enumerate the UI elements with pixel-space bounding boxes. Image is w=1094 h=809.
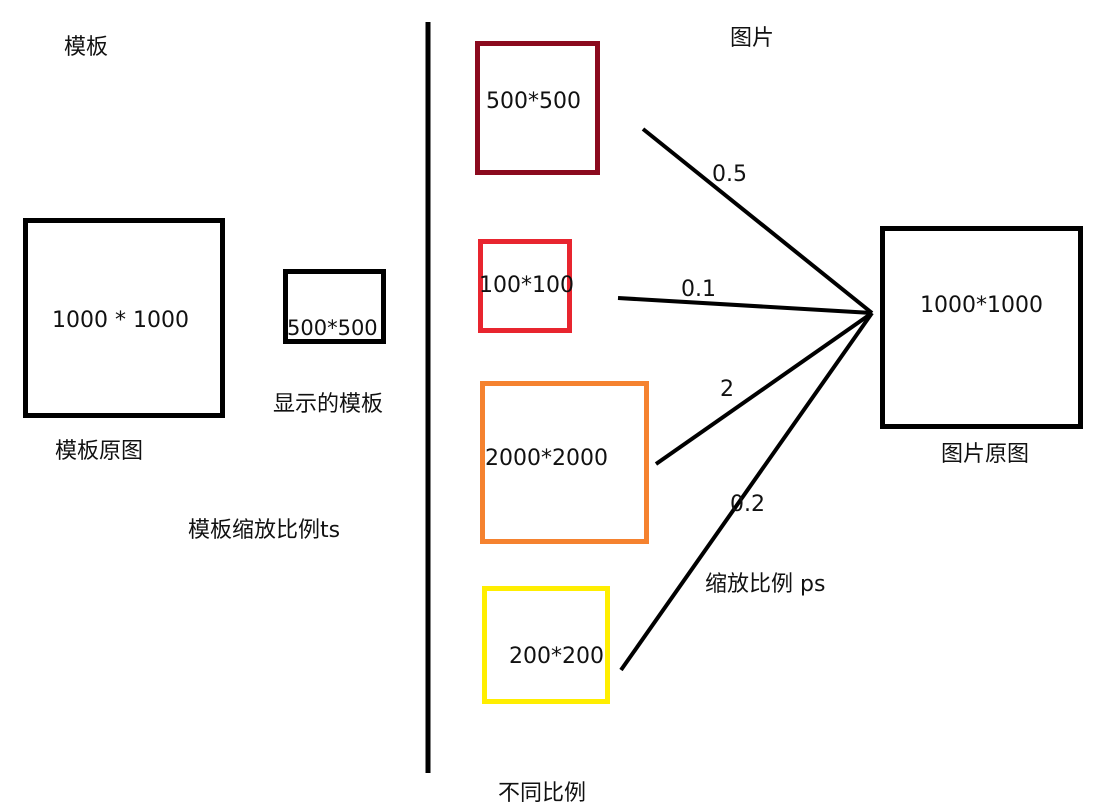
image-original-caption: 图片原图 (941, 442, 1030, 467)
template-original-box (23, 218, 225, 418)
ratio-label-4: 0.2 (730, 492, 765, 517)
template-displayed-label: 500*500 (287, 316, 378, 340)
variant-label-3: 2000*2000 (485, 446, 608, 471)
image-original-label: 1000*1000 (920, 293, 1043, 318)
line-ratio-0-5 (641, 127, 874, 315)
template-displayed-caption: 显示的模板 (273, 392, 384, 417)
template-scale-note: 模板缩放比例ts (188, 518, 341, 543)
line-ratio-0-2 (619, 311, 874, 672)
template-original-label: 1000 * 1000 (52, 308, 189, 333)
bottom-note: 不同比例 (498, 781, 587, 806)
template-displayed-box (283, 269, 386, 344)
image-scale-note: 缩放比例 ps (705, 572, 826, 597)
variant-box-4 (482, 586, 610, 704)
template-title: 模板 (64, 35, 109, 60)
image-original-box (880, 226, 1083, 429)
variant-box-3 (480, 381, 649, 544)
variant-box-1 (475, 41, 600, 175)
image-title: 图片 (730, 26, 775, 51)
variant-label-2: 100*100 (479, 273, 574, 298)
variant-label-4: 200*200 (509, 644, 604, 669)
ratio-label-2: 0.1 (681, 277, 716, 302)
variant-label-1: 500*500 (486, 89, 581, 114)
ratio-label-3: 2 (720, 377, 734, 402)
template-original-caption: 模板原图 (55, 439, 144, 464)
variant-box-2 (478, 239, 572, 333)
ratio-label-1: 0.5 (712, 162, 747, 187)
line-ratio-2 (654, 311, 874, 466)
line-ratio-0-1 (617, 296, 873, 315)
